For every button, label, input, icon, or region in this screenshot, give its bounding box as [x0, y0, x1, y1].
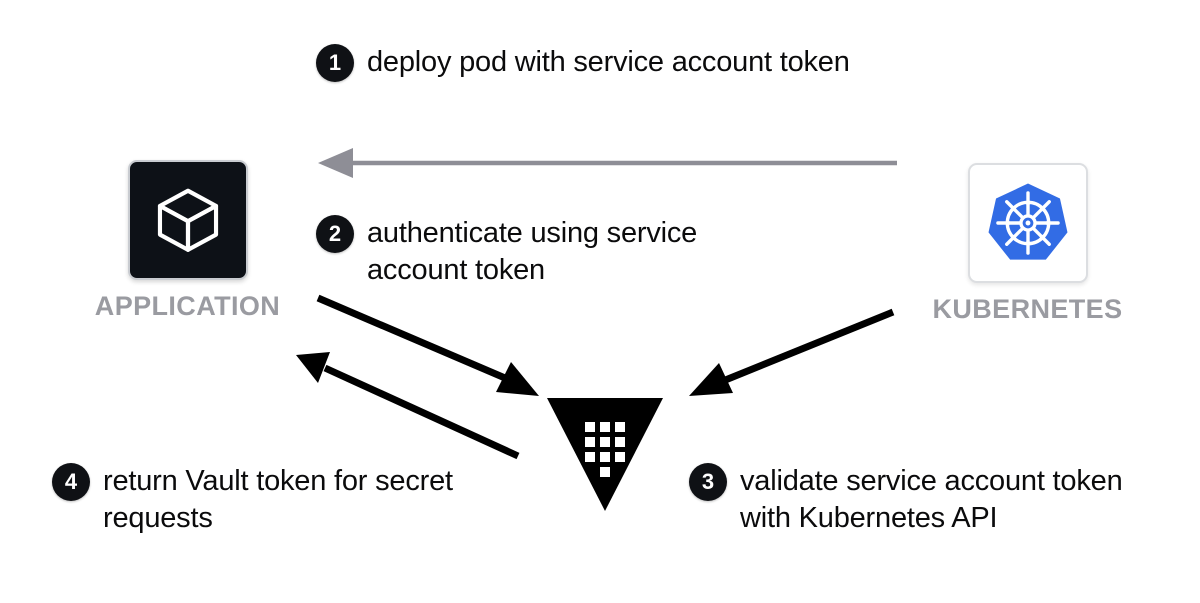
node-application[interactable]: APPLICATION [80, 160, 295, 322]
node-kubernetes[interactable]: KUBERNETES [920, 163, 1135, 325]
step-3-text: validate service account token with Kube… [740, 465, 1123, 535]
step-2: 2 authenticate using service account tok… [316, 215, 786, 289]
arrow-step-1 [318, 148, 897, 178]
vault-triangle-icon [547, 398, 663, 511]
step-1: 1 deploy pod with service account token [316, 44, 856, 82]
kubernetes-helm-icon [988, 183, 1067, 260]
step-3-badge: 3 [689, 463, 727, 501]
application-label: APPLICATION [94, 291, 281, 321]
step-1-text: deploy pod with service account token [367, 46, 850, 78]
step-4-text: return Vault token for secret requests [103, 465, 453, 535]
node-vault[interactable] [546, 397, 664, 513]
kubernetes-tile [967, 163, 1088, 283]
step-2-badge: 2 [316, 215, 354, 253]
step-4: 4 return Vault token for secret requests [52, 463, 552, 537]
step-4-badge: 4 [52, 463, 90, 501]
kubernetes-label: KUBERNETES [932, 294, 1123, 324]
step-2-text: authenticate using service account token [367, 217, 698, 287]
cube-icon [157, 188, 218, 252]
arrow-step-2 [316, 294, 539, 396]
arrow-step-4 [296, 352, 520, 460]
step-1-badge: 1 [316, 44, 354, 82]
application-tile [127, 160, 248, 280]
arrow-step-3 [689, 308, 895, 396]
step-3: 3 validate service account token with Ku… [689, 463, 1159, 537]
